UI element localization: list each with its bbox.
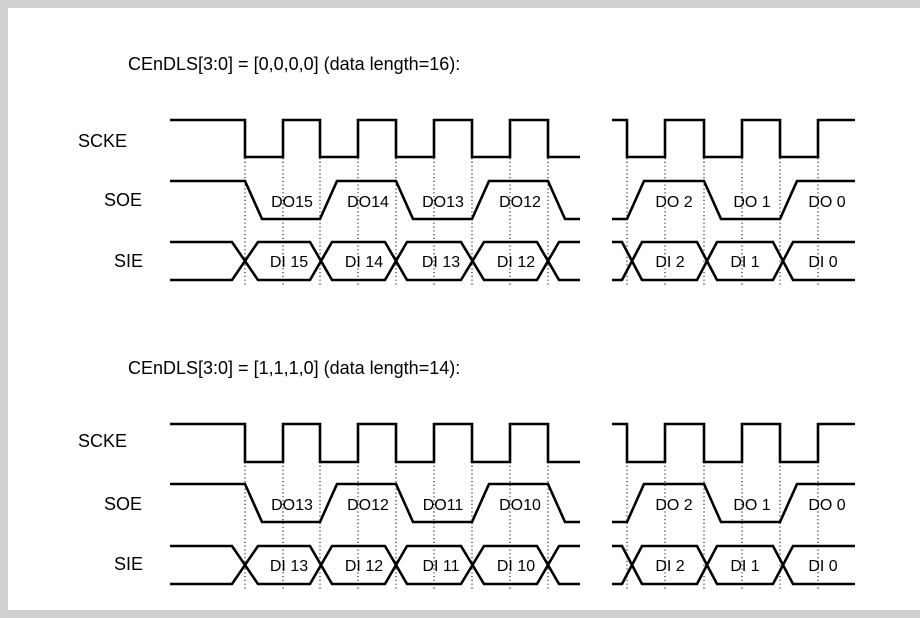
section-1-signal-scke: SCKE: [78, 131, 127, 151]
section-2-sie-waveform: [170, 544, 855, 586]
section-2-sie-cell-3: DI 11: [422, 558, 459, 575]
section-1-soe-cell-2: DO14: [347, 194, 389, 211]
section-2-title: CEnDLS[3:0] = [1,1,1,0] (data length=14)…: [128, 358, 460, 378]
section-1-sie-cell-1: DI 15: [270, 254, 308, 271]
section-1-sie-waveform: [170, 240, 855, 282]
section-2: CEnDLS[3:0] = [1,1,1,0] (data length=14)…: [78, 358, 855, 590]
section-2-soe-cell-5: DO 2: [655, 497, 692, 514]
section-2-signal-scke: SCKE: [78, 431, 127, 451]
section-1-soe-cell-6: DO 1: [733, 194, 770, 211]
section-2-sie-cell-5: DI 2: [655, 558, 684, 575]
section-1-soe-cell-5: DO 2: [655, 194, 692, 211]
section-1-soe-waveform: [170, 179, 855, 221]
section-1-soe-cell-1: DO15: [271, 194, 313, 211]
section-2-sie-cell-2: DI 12: [345, 558, 383, 575]
section-1-sie-cell-3: DI 13: [422, 254, 460, 271]
section-1-title: CEnDLS[3:0] = [0,0,0,0] (data length=16)…: [128, 54, 460, 74]
section-1-sie-cell-7: DI 0: [808, 254, 837, 271]
section-2-soe-cell-3: DO11: [423, 497, 464, 514]
section-1-signal-soe: SOE: [104, 190, 142, 210]
section-2-sie-cell-4: DI 10: [497, 558, 535, 575]
section-2-sie-cell-6: DI 1: [730, 558, 759, 575]
section-2-soe-cell-4: DO10: [499, 497, 541, 514]
section-1: CEnDLS[3:0] = [0,0,0,0] (data length=16)…: [78, 54, 855, 285]
section-2-sie-cell-7: DI 0: [808, 558, 837, 575]
section-1-sie-cell-5: DI 2: [655, 254, 684, 271]
section-1-scke-waveform: [170, 118, 855, 159]
frame-inner: [8, 8, 920, 610]
section-2-signal-sie: SIE: [114, 554, 143, 574]
section-2-soe-cell-7: DO 0: [808, 497, 845, 514]
section-2-sie-cell-1: DI 13: [270, 558, 308, 575]
section-2-soe-waveform: [170, 482, 855, 524]
section-1-sie-cell-6: DI 1: [730, 254, 759, 271]
section-2-scke-waveform: [170, 422, 855, 464]
section-1-soe-cell-4: DO12: [499, 194, 541, 211]
section-1-signal-sie: SIE: [114, 251, 143, 271]
section-1-sie-cell-2: DI 14: [345, 254, 383, 271]
section-1-soe-cell-3: DO13: [422, 194, 464, 211]
section-2-soe-cell-2: DO12: [347, 497, 389, 514]
section-1-soe-cell-7: DO 0: [808, 194, 845, 211]
section-2-soe-cell-6: DO 1: [733, 497, 770, 514]
section-2-signal-soe: SOE: [104, 494, 142, 514]
section-1-sie-cell-4: DI 12: [497, 254, 535, 271]
section-2-soe-cell-1: DO13: [271, 497, 313, 514]
